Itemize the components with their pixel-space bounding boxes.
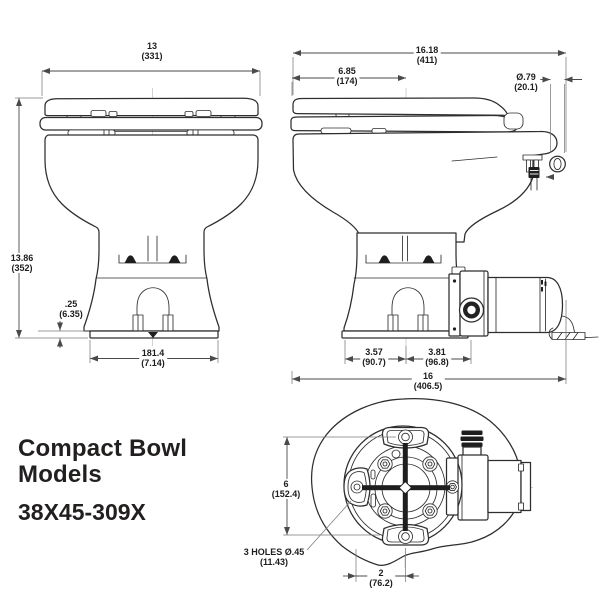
- seat-hinge-knuckle: [503, 112, 524, 130]
- keyway-hole: [391, 449, 401, 459]
- dim-front-flange-thickness: .25 (6.35): [57, 298, 85, 320]
- side-lid: [292, 97, 508, 116]
- motor-bracket: [551, 332, 586, 340]
- lid-hinge-right-2: [184, 111, 194, 117]
- dim-front-height: 13.86 (352): [8, 252, 36, 274]
- dim-side-centerline-to-outlet: 3.81 (96.8): [423, 346, 451, 368]
- model-number: 38X45-309X: [18, 499, 146, 525]
- lid-hinge-right: [195, 110, 212, 117]
- pump-flange: [448, 273, 461, 337]
- rim-underside-line: [451, 156, 498, 162]
- mounting-bolt-rear: [422, 255, 435, 263]
- front-bowl: [44, 134, 259, 332]
- dim-side-fitting-diameter: Ø.79 (20.1): [512, 71, 540, 93]
- lid-hinge-left: [90, 110, 107, 117]
- mounting-bolt-right: [168, 255, 181, 263]
- lid-hinge-left-2: [108, 111, 118, 117]
- front-view: [15, 68, 263, 363]
- drawing-title: Compact Bowl Models: [18, 435, 188, 489]
- bolt-tray-line: [118, 254, 187, 264]
- dim-side-overall-base-length: 16 (406.5): [411, 370, 445, 392]
- flange-bolts: [377, 456, 438, 519]
- mounting-hole-left: [350, 480, 364, 494]
- side-bowl: [292, 130, 558, 243]
- dim-front-width: 13 (331): [139, 40, 165, 62]
- dim-bottom-hole-vertical-spacing: 6 (152.4): [269, 478, 303, 500]
- motor-plan: [487, 459, 522, 514]
- dim-side-front-to-centerline: 6.85 (174): [334, 65, 360, 87]
- dim-side-overall-length: 16.18 (411): [413, 44, 441, 66]
- cross-center: [398, 480, 413, 495]
- inlet-elbow: [528, 167, 540, 178]
- center-mark: [148, 332, 158, 338]
- side-arch: [391, 287, 425, 332]
- front-seat: [39, 116, 263, 131]
- motor-end-cap: [520, 461, 532, 512]
- hose-fitting: [461, 430, 483, 435]
- dim-bottom-mounting-holes-note: 3 HOLES Ø.45 (11.43): [241, 546, 307, 568]
- holes-leader-line: [306, 500, 352, 551]
- inlet-bracket: [522, 154, 543, 161]
- seat-bumper-front: [320, 127, 352, 134]
- mounting-hole-bottom: [398, 529, 413, 544]
- dim-front-base-width: 181.4 (7.14): [139, 347, 167, 369]
- motor: [487, 276, 564, 334]
- dim-bottom-hole-horizontal-spacing: 2 (76.2): [367, 567, 395, 589]
- dim-side-centerline-to-front-base: 3.57 (90.7): [360, 346, 388, 368]
- mounting-bolt-left: [124, 255, 137, 263]
- side-view: [290, 50, 599, 384]
- mounting-bolt-front: [378, 255, 391, 263]
- mounting-hole-top: [398, 429, 413, 445]
- bottom-view: [283, 398, 533, 582]
- front-lid: [44, 97, 259, 117]
- front-arch: [136, 287, 170, 332]
